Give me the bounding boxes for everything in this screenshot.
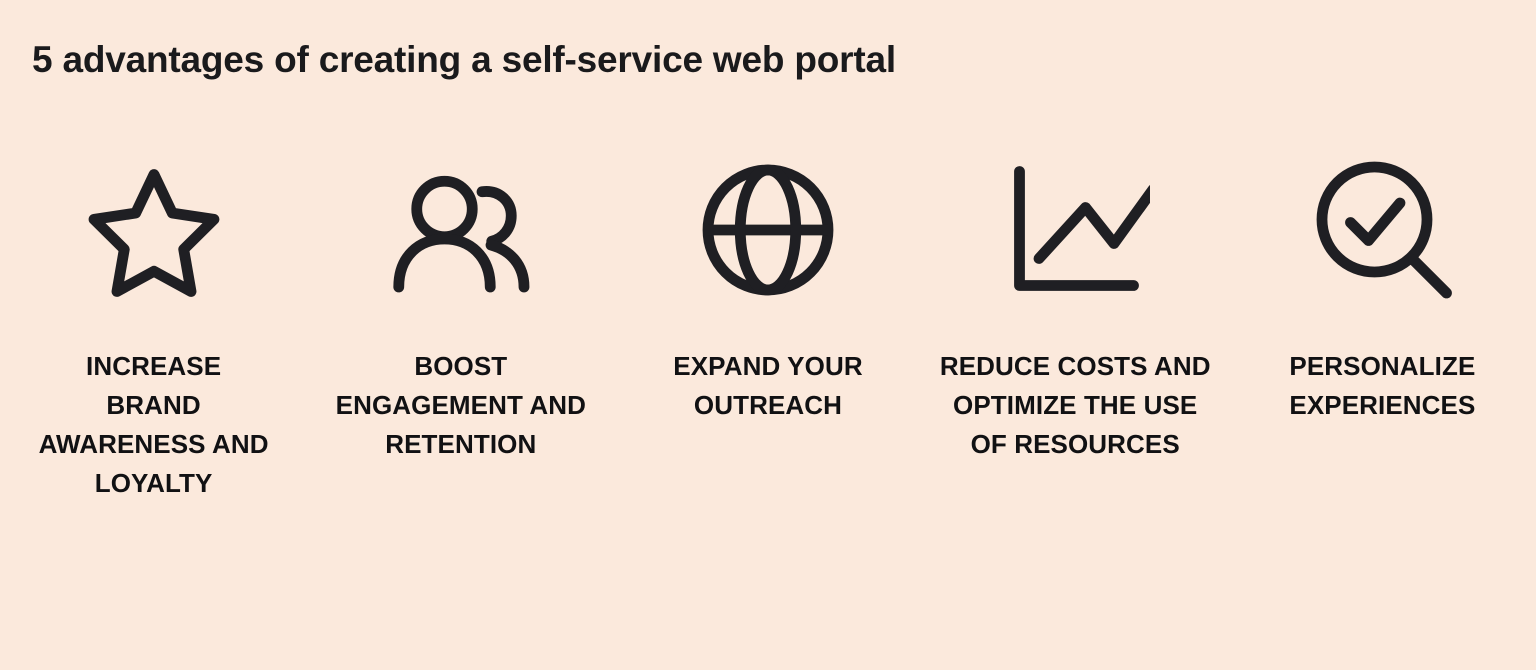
advantage-item-3: EXPAND YOUR OUTREACH: [614, 155, 921, 425]
users-icon: [386, 155, 536, 305]
star-icon: [79, 155, 229, 305]
advantage-label: INCREASE BRAND AWARENESS AND LOYALTY: [38, 351, 269, 498]
advantage-label: BOOST ENGAGEMENT AND RETENTION: [335, 351, 586, 459]
advantage-label: REDUCE COSTS AND OPTIMIZE THE USE OF RES…: [939, 351, 1211, 459]
advantage-item-2: BOOST ENGAGEMENT AND RETENTION: [307, 155, 614, 464]
advantage-item-4: REDUCE COSTS AND OPTIMIZE THE USE OF RES…: [922, 155, 1229, 464]
globe-icon: [693, 155, 843, 305]
advantage-label: EXPAND YOUR OUTREACH: [673, 351, 863, 420]
advantage-item-5: PERSONALIZE EXPERIENCES: [1229, 155, 1536, 425]
search-check-icon: [1307, 155, 1457, 305]
advantages-row: INCREASE BRAND AWARENESS AND LOYALTY BOO…: [0, 155, 1536, 503]
page-title: 5 advantages of creating a self-service …: [32, 39, 896, 80]
advantage-label: PERSONALIZE EXPERIENCES: [1289, 351, 1476, 420]
advantage-item-1: INCREASE BRAND AWARENESS AND LOYALTY: [0, 155, 307, 503]
line-chart-icon: [1000, 155, 1151, 305]
